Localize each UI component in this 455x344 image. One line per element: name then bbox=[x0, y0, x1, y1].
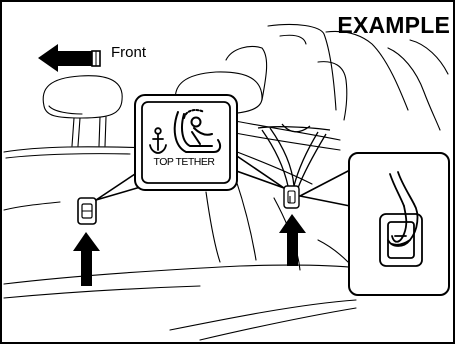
arrow-up-icon bbox=[279, 214, 306, 266]
tether-anchor-center bbox=[284, 186, 299, 208]
front-label: Front bbox=[111, 45, 146, 60]
pointer-arrows bbox=[73, 214, 306, 286]
hook-detail-callout bbox=[300, 153, 449, 295]
top-tether-label: TOP TETHER bbox=[140, 157, 228, 168]
arrow-up-icon bbox=[73, 232, 100, 286]
tether-anchor-left bbox=[78, 198, 96, 224]
example-label: EXAMPLE bbox=[337, 14, 450, 37]
arrow-left-icon bbox=[38, 44, 100, 72]
